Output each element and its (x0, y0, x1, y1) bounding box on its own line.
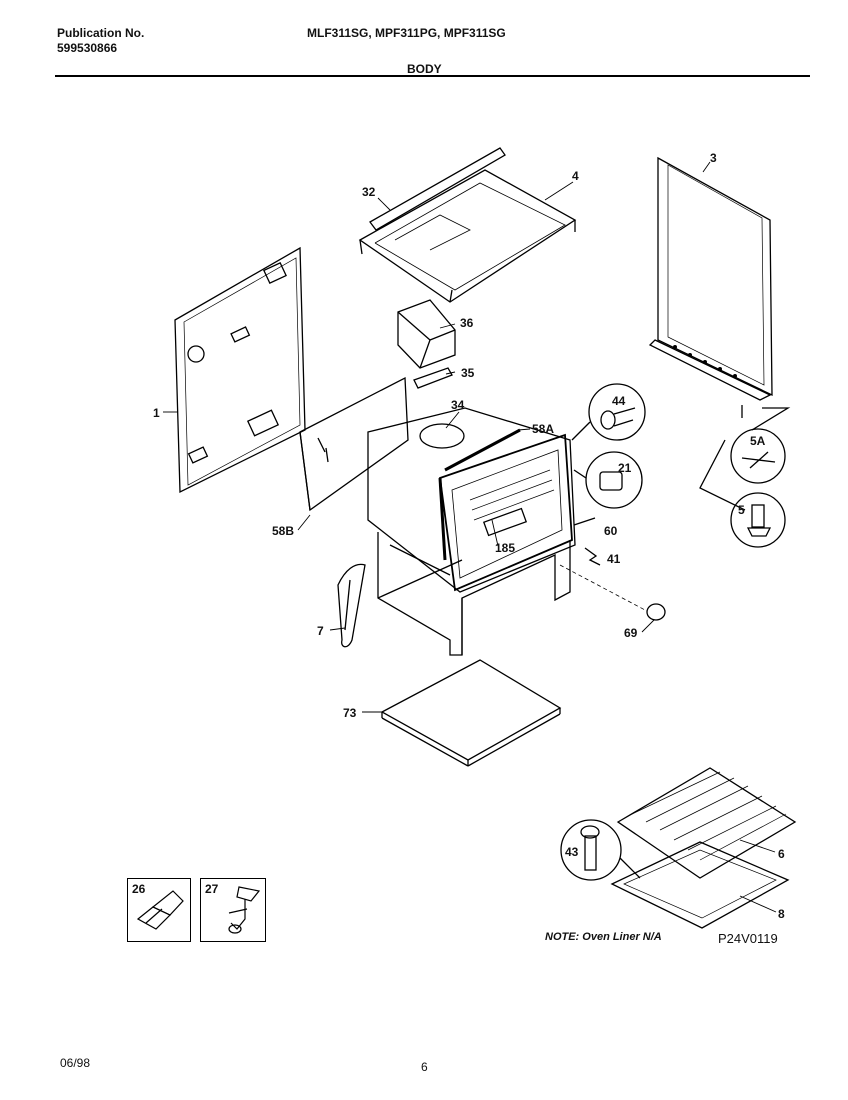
part-label-27: 27 (205, 882, 219, 896)
part-label-8: 8 (778, 907, 785, 921)
clip-callout (573, 451, 643, 509)
part-label-6: 6 (778, 847, 785, 861)
part-box-27: 27 (200, 878, 266, 942)
part-box-26: 26 (127, 878, 191, 942)
part-label-69: 69 (624, 626, 638, 640)
part-label-73: 73 (343, 706, 357, 720)
part-label-41: 41 (607, 552, 621, 566)
section-title: BODY (407, 62, 442, 76)
publication-label: Publication No. (57, 26, 145, 40)
pin-part (573, 517, 596, 526)
bracket-27-icon (228, 886, 261, 934)
part-label-185: 185 (495, 541, 515, 555)
part-label-58b: 58B (272, 524, 294, 538)
part-label-7: 7 (317, 624, 324, 638)
part-label-43: 43 (565, 845, 579, 859)
part-label-32: 32 (362, 185, 376, 199)
kick-plate-part (337, 563, 366, 648)
oven-liner-note: NOTE: Oven Liner N/A (545, 931, 662, 943)
bottom-panel-part (380, 659, 562, 767)
part-label-36: 36 (460, 316, 474, 330)
part-label-26: 26 (132, 882, 146, 896)
part-label-58a: 58A (532, 422, 554, 436)
spring-part (584, 547, 601, 566)
vent-duct-part (397, 299, 456, 369)
part-label-34: 34 (451, 398, 465, 412)
side-insulation-part (299, 376, 409, 512)
side-panel-part (648, 156, 773, 401)
part-label-5: 5 (738, 503, 745, 517)
leader-lines (163, 161, 777, 913)
part-label-60: 60 (604, 524, 618, 538)
part-label-4: 4 (572, 169, 579, 183)
screw-callout (571, 383, 646, 441)
part-label-44: 44 (612, 394, 626, 408)
broiler-pan-part (610, 841, 790, 929)
plug-part (646, 603, 666, 621)
publication-number: 599530866 (57, 41, 118, 55)
figure-code: P24V0119 (718, 931, 778, 946)
top-frame-part (358, 147, 577, 303)
part-label-5a: 5A (750, 434, 766, 448)
part-label-3: 3 (710, 151, 717, 165)
back-panel-part (174, 246, 306, 494)
bracket-26-icon (136, 890, 184, 930)
lower-frame (377, 532, 571, 656)
header-rule (55, 75, 810, 77)
leveling-leg-callouts (699, 405, 791, 548)
oven-cabinet (367, 407, 576, 593)
bracket-part (413, 367, 453, 389)
bolt-callout (560, 819, 641, 881)
part-label-35: 35 (461, 366, 475, 380)
footer-page-number: 6 (421, 1060, 428, 1074)
model-numbers: MLF311SG, MPF311PG, MPF311SG (307, 26, 506, 40)
oven-rack-part (616, 767, 797, 879)
part-label-1: 1 (153, 406, 160, 420)
footer-date: 06/98 (60, 1056, 91, 1070)
part-label-21: 21 (618, 461, 632, 475)
